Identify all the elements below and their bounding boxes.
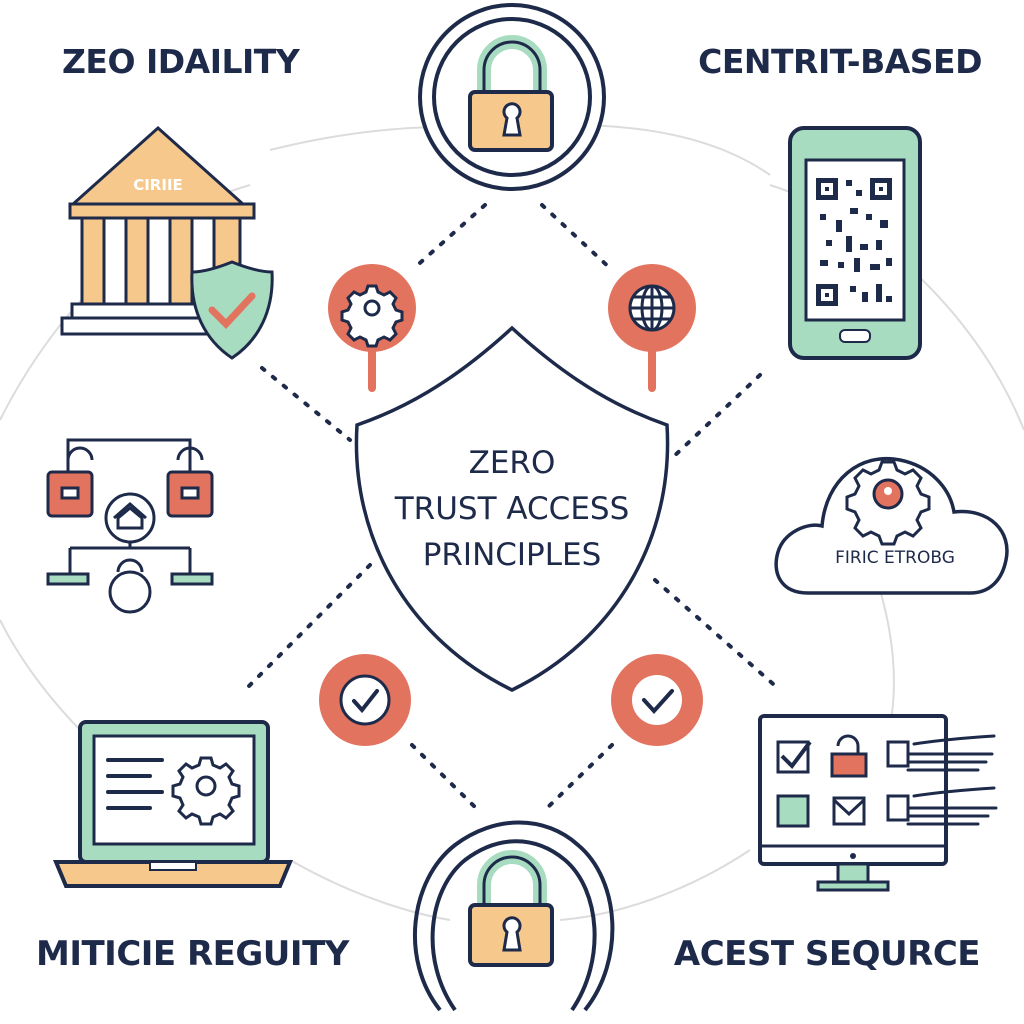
center-shield: [354, 325, 670, 692]
label-bottom-right: ACEST SEQURCE: [673, 934, 981, 974]
center-title: ZERO TRUST ACCESS PRINCIPLES: [362, 440, 662, 578]
label-bottom-left: MITICIE REGUITY: [36, 934, 349, 974]
check-badge-right: [611, 654, 703, 746]
shield-check-icon: [190, 260, 274, 360]
cloud-text: FIRIC ETROBG: [835, 548, 955, 568]
building-sign: CIRIIE: [133, 176, 183, 194]
monitor-checklist-icon: [758, 714, 998, 892]
top-lock-icon: [418, 3, 606, 191]
label-top-right: CENTRIT-BASED: [698, 42, 982, 81]
center-title-line1: ZERO: [468, 445, 556, 481]
label-top-left: ZEO IDAILITY: [62, 42, 300, 81]
phone-qr-icon: [788, 126, 922, 360]
gear-pin-icon: [328, 264, 416, 392]
center-title-line3: PRINCIPLES: [422, 537, 602, 573]
bottom-lock-icon: [413, 820, 615, 1012]
dotted-connectors: [243, 203, 782, 812]
laptop-settings-icon: [53, 720, 293, 888]
globe-pin-icon: [608, 264, 696, 392]
center-title-line2: TRUST ACCESS: [394, 491, 630, 527]
lock-network-icon: [46, 438, 214, 614]
cloud-gear-icon: [774, 456, 1009, 595]
check-badge-left: [319, 654, 411, 746]
